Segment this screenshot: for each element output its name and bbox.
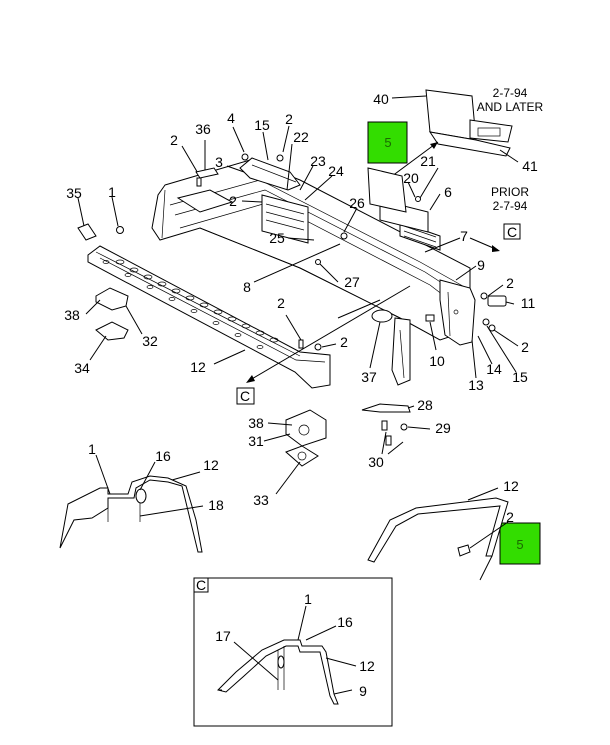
callout-2-b: 2: [285, 111, 293, 127]
callout-28: 28: [417, 397, 433, 413]
callout-10: 10: [429, 353, 445, 369]
callout-labels: 40 41 2 36 4 15 2 22 23 24 3 2 21 20 6 3…: [64, 91, 538, 699]
callout-25: 25: [269, 230, 285, 246]
callout-23: 23: [310, 153, 326, 169]
section-ref-c-right: C: [503, 223, 521, 240]
callout-9-b: 9: [359, 683, 367, 699]
later-panel-group: [367, 89, 519, 213]
callout-12-a: 12: [190, 359, 206, 375]
inset-c: [193, 577, 393, 727]
callout-32: 32: [142, 333, 158, 349]
note-prior-line1: PRIOR: [491, 185, 529, 199]
callout-13: 13: [468, 377, 484, 393]
callout-7: 7: [460, 228, 468, 244]
section-ref-c-inset: C: [196, 577, 206, 593]
highlight-box-5-top[interactable]: 5: [367, 121, 408, 164]
callout-2-d: 2: [506, 275, 514, 291]
callout-2-f: 2: [340, 334, 348, 350]
note-later-line2: AND LATER: [477, 100, 544, 114]
detail-left: [59, 454, 204, 553]
callout-14: 14: [486, 361, 502, 377]
callout-17: 17: [215, 628, 231, 644]
callout-12-d: 12: [359, 658, 375, 674]
callout-2-e: 2: [277, 295, 285, 311]
callout-38-b: 38: [248, 415, 264, 431]
callout-1-c: 1: [304, 591, 312, 607]
callout-41: 41: [522, 158, 538, 174]
callout-3: 3: [215, 154, 223, 170]
callout-18: 18: [208, 497, 224, 513]
callout-35: 35: [66, 185, 82, 201]
section-ref-c-left: C: [236, 387, 255, 405]
callout-2-c: 2: [229, 193, 237, 209]
callout-12-b: 12: [203, 457, 219, 473]
callout-37: 37: [361, 369, 377, 385]
main-rail-assembly: [77, 125, 519, 389]
callout-29: 29: [435, 420, 451, 436]
callout-40: 40: [373, 91, 389, 107]
callout-15-a: 15: [254, 117, 270, 133]
callout-21: 21: [420, 153, 436, 169]
callout-16-a: 16: [155, 448, 171, 464]
callout-36: 36: [195, 121, 211, 137]
callout-27: 27: [344, 274, 360, 290]
callout-24: 24: [328, 163, 344, 179]
callout-22: 22: [293, 129, 309, 145]
svg-text:C: C: [240, 388, 250, 404]
note-prior-line2: 2-7-94: [493, 199, 528, 213]
callout-31: 31: [248, 433, 264, 449]
callout-11: 11: [521, 295, 536, 311]
callout-2-a: 2: [170, 132, 178, 148]
callout-20: 20: [403, 170, 419, 186]
note-later-line1: 2-7-94: [493, 86, 528, 100]
callout-30: 30: [368, 454, 384, 470]
callout-34: 34: [74, 360, 90, 376]
callout-1-a: 1: [108, 184, 116, 200]
callout-2-g: 2: [521, 339, 529, 355]
callout-33: 33: [253, 492, 269, 508]
callout-1-b: 1: [88, 441, 96, 457]
callout-12-c: 12: [503, 478, 519, 494]
callout-6: 6: [444, 184, 452, 200]
callout-8: 8: [243, 279, 251, 295]
highlight-box-5-bottom[interactable]: 5: [499, 522, 541, 565]
fasteners: [77, 153, 496, 351]
callout-5-top: 5: [384, 135, 391, 150]
callout-4: 4: [227, 110, 235, 126]
callout-9-a: 9: [477, 257, 485, 273]
callout-16-b: 16: [337, 614, 353, 630]
detail-right: [367, 487, 509, 581]
callout-26: 26: [349, 195, 365, 211]
callout-5-bottom: 5: [516, 537, 523, 552]
callout-38-a: 38: [64, 307, 80, 323]
loose-parts: [85, 167, 431, 495]
section-c-arrows: [246, 237, 500, 383]
callout-15-b: 15: [512, 369, 528, 385]
svg-text:C: C: [507, 224, 517, 240]
callout-2-h: 2: [506, 509, 514, 525]
